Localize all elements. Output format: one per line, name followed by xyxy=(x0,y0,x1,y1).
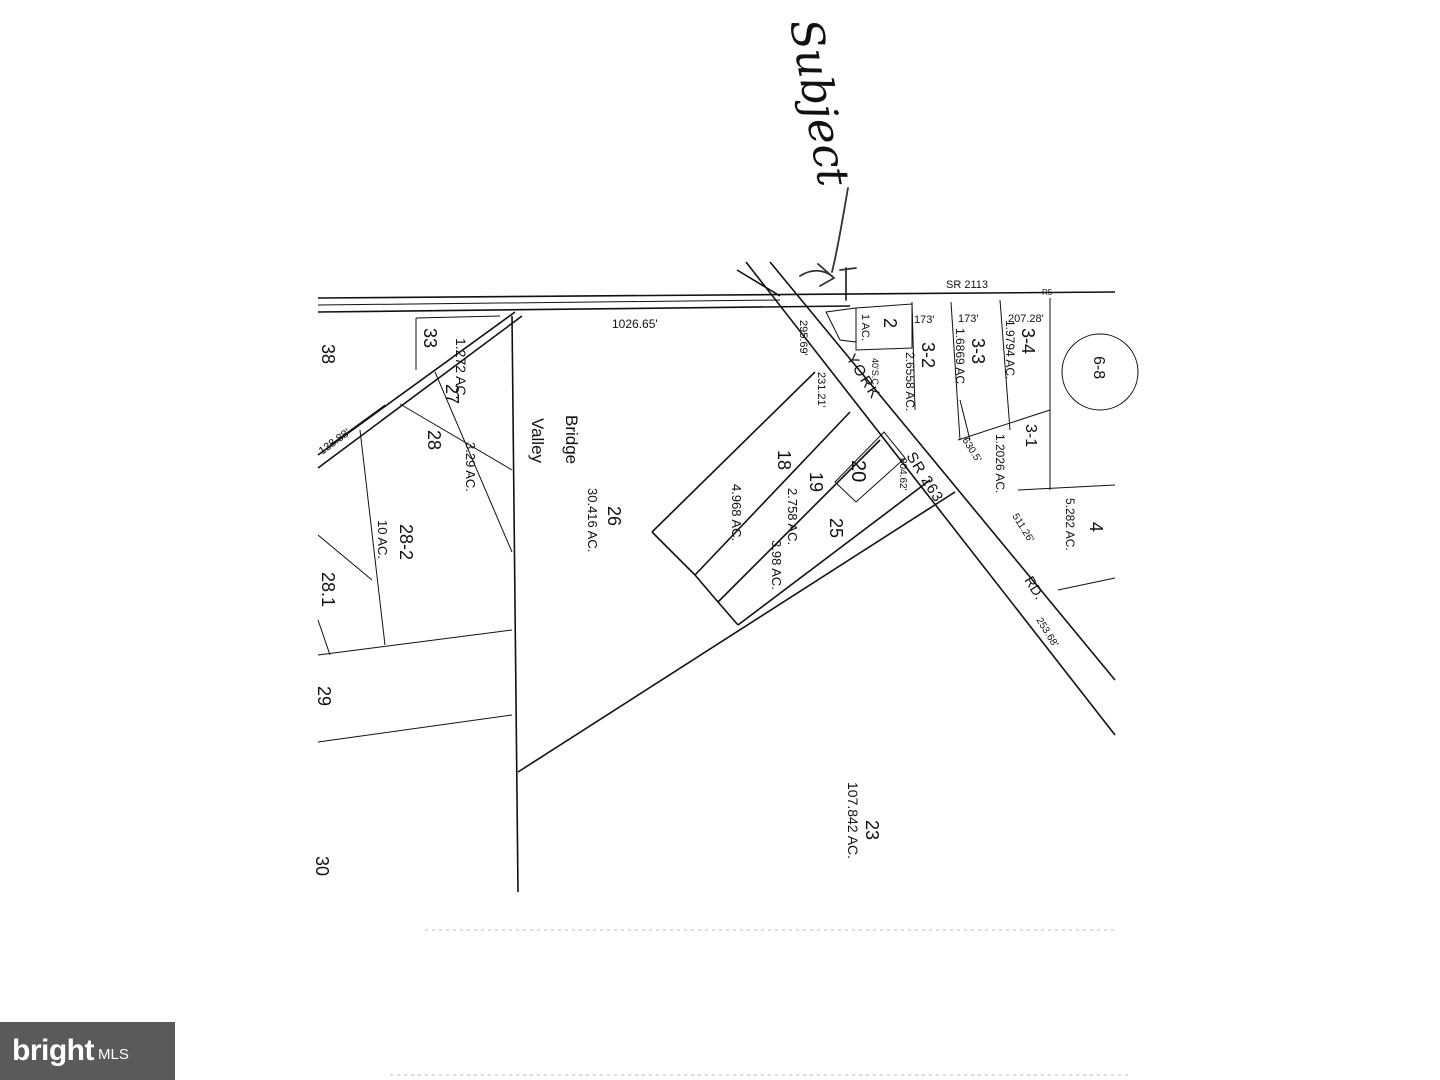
road-label-rd: RD. xyxy=(1021,573,1047,602)
parcel-6-8-circle xyxy=(1061,333,1139,411)
parcel-area-25: 3.98 AC. xyxy=(769,540,784,590)
subject-tick xyxy=(839,267,857,301)
dimension-51126: 511.26' xyxy=(1009,512,1035,545)
parcel-area-3-3: 1.6869 AC. xyxy=(953,328,967,387)
dimension-63005: 630.5' xyxy=(959,436,983,465)
logo-suffix: MLS xyxy=(97,1045,129,1063)
subject-annotation: Subject xyxy=(779,15,859,301)
parcel-id-3-4: 3-4 xyxy=(1018,328,1038,354)
parcel-id-28: 28 xyxy=(424,430,444,450)
parcel-id-2: 2 xyxy=(880,318,900,328)
parcel-area-27: 1.272 AC. xyxy=(453,338,469,400)
dimension-102665: 1026.65' xyxy=(612,317,658,331)
parcel-boundaries xyxy=(317,261,1139,1076)
dimension-25368: 253.68' xyxy=(1033,616,1060,649)
parcel-name-valley: Valley xyxy=(528,418,547,464)
dimension-20728: 207.28' xyxy=(1008,313,1044,325)
parcel-id-27: 27 xyxy=(442,384,462,404)
dimension-13888: 138.88' xyxy=(317,427,353,458)
parcel-id-18: 18 xyxy=(774,450,794,470)
parcel-id-3-1: 3-1 xyxy=(1022,424,1039,447)
parcel-area-1: 1 AC. xyxy=(859,314,871,341)
parcel-id-4: 4 xyxy=(1086,522,1106,532)
parcel-area-28-2: 10 AC. xyxy=(375,520,390,559)
parcel-area-3-1: 1.2026 AC. xyxy=(993,434,1007,493)
parcel-id-25: 25 xyxy=(826,518,846,538)
parcel-area-3-4: 1.9794 AC. xyxy=(1003,320,1017,379)
subject-arrow xyxy=(799,187,849,287)
parcel-name-bridge: Bridge xyxy=(562,415,581,464)
dimension-173b: 173' xyxy=(958,313,978,325)
parcel-id-26: 26 xyxy=(604,506,624,526)
road-label-sr2113: SR 2113 xyxy=(946,279,988,291)
parcel-id-3-2: 3-2 xyxy=(918,342,938,368)
parcel-id-28-1: 28.1 xyxy=(318,572,338,607)
parcel-id-6-8: 6-8 xyxy=(1090,356,1107,379)
dimension-173a: 173' xyxy=(914,314,934,326)
parcel-area-18: 4.968 AC. xyxy=(729,484,744,541)
parcel-id-29: 29 xyxy=(314,686,334,706)
subject-handwriting: Subject xyxy=(779,15,859,190)
dimension-29569: 295.69' xyxy=(797,320,809,356)
dimension-labels: 1026.65' 295.69' 231.21' 173' 173' 207.2… xyxy=(317,313,1060,649)
parcel-id-20: 20 xyxy=(847,460,869,482)
parcel-area-3-2: 2.6558 AC. xyxy=(903,352,917,411)
parcel-id-3-3: 3-3 xyxy=(968,338,988,364)
parcel-area-28: 3.29 AC. xyxy=(463,442,478,492)
parcel-id-23: 23 xyxy=(862,820,882,840)
parcel-id-30: 30 xyxy=(312,856,332,876)
parcel-area-19: 2.758 AC. xyxy=(785,488,800,545)
parcel-area-4: 5.282 AC. xyxy=(1063,498,1077,551)
dimension-80462: 804.62' xyxy=(897,458,908,491)
parcel-id-28-2: 28-2 xyxy=(396,524,416,560)
bright-mls-logo: bright MLS xyxy=(0,1022,175,1080)
parcel-id-33: 33 xyxy=(420,328,440,348)
parcel-labels: 38 33 27 1.272 AC. 28 3.29 AC. 28-2 10 A… xyxy=(312,314,1107,876)
road-label-sr263: SR 263 xyxy=(903,449,947,506)
parcel-id-38: 38 xyxy=(318,344,338,364)
dimension-40sc: 40'S.C. xyxy=(870,358,880,387)
parcel-area-26: 30.416 AC. xyxy=(585,488,600,552)
dimension-23121: 231.21' xyxy=(815,372,827,408)
parcel-area-23: 107.842 AC. xyxy=(845,782,861,859)
logo-brand: bright xyxy=(12,1034,94,1067)
road-label-r5: R5 xyxy=(1042,288,1053,297)
parcel-id-19: 19 xyxy=(806,472,826,492)
